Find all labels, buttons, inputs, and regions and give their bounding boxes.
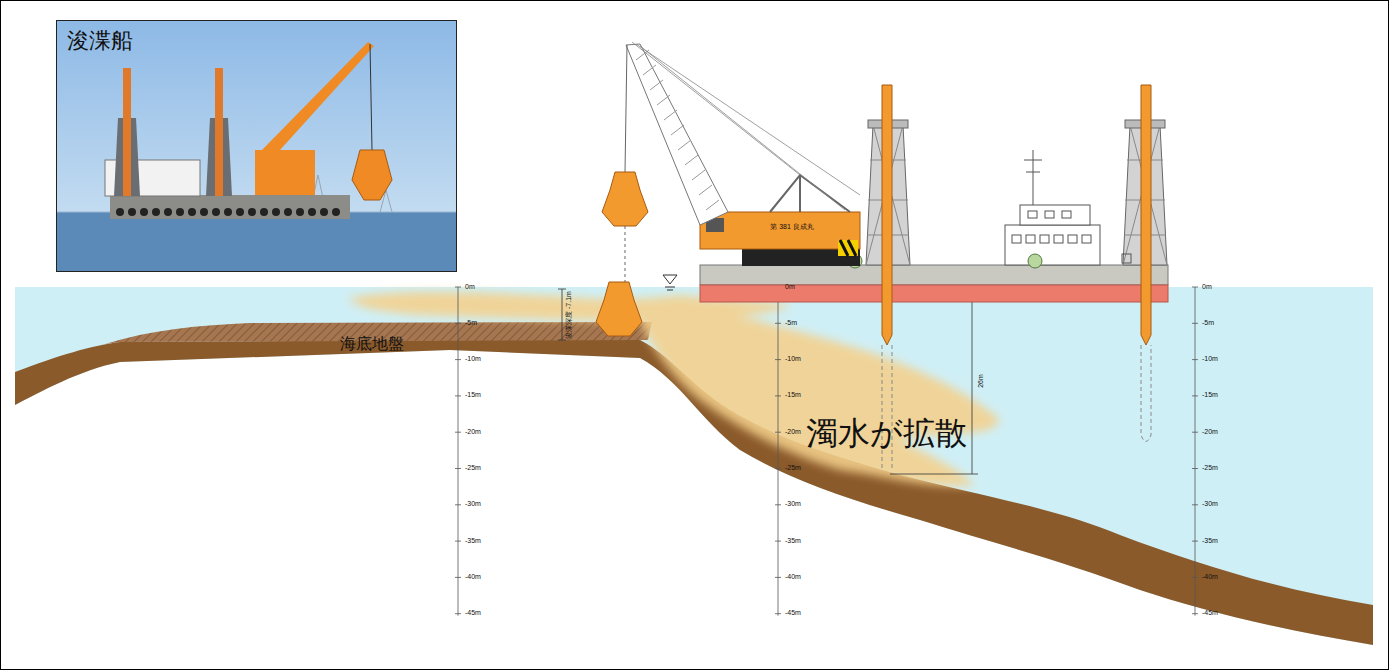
depth-label: -35m: [1202, 537, 1218, 545]
scale-tick: [455, 577, 461, 578]
depth-label: -30m: [785, 500, 801, 508]
depth-label: -20m: [1202, 428, 1218, 436]
depth-label: -40m: [1202, 573, 1218, 581]
scale-tick: [455, 541, 461, 542]
scale-tick: [1192, 577, 1198, 578]
scale-tick: [455, 504, 461, 505]
depth-label: -20m: [465, 428, 481, 436]
scale-tick: [1192, 323, 1198, 324]
depth-label: -40m: [465, 573, 481, 581]
dimension-text: 26m: [977, 374, 985, 388]
scale-tick: [455, 432, 461, 433]
depth-label: -10m: [465, 355, 481, 363]
depth-label: -35m: [465, 537, 481, 545]
scale-tick: [775, 468, 781, 469]
annotation: 濁水が拡散: [806, 416, 967, 451]
depth-label: -5m: [785, 319, 797, 327]
depth-label: -5m: [1202, 319, 1214, 327]
scale-tick: [775, 613, 781, 614]
depth-label: 0m: [785, 283, 795, 291]
scale-tick: [775, 323, 781, 324]
depth-label: -5m: [465, 319, 477, 327]
scale-tick: [775, 504, 781, 505]
depth-label: -10m: [785, 355, 801, 363]
photo: [56, 20, 457, 272]
scale-tick: [455, 395, 461, 396]
depth-label: 0m: [1202, 283, 1212, 291]
depth-label: -15m: [1202, 391, 1218, 399]
depth-scales: [455, 287, 1198, 616]
scale-tick: [1192, 432, 1198, 433]
depth-label: -45m: [465, 609, 481, 617]
scale-tick: [1192, 468, 1198, 469]
depth-label: -45m: [785, 609, 801, 617]
depth-label: -35m: [785, 537, 801, 545]
photo-title: 浚渫船: [67, 29, 133, 53]
part-name: 海底地盤: [340, 335, 404, 353]
depth-label: -40m: [785, 573, 801, 581]
ship-name: 第 381 良成丸: [770, 223, 814, 231]
dimension-line: [558, 289, 566, 340]
scale-tick: [775, 541, 781, 542]
depth-label: -15m: [785, 391, 801, 399]
depth-label: -15m: [465, 391, 481, 399]
scale-tick: [1192, 395, 1198, 396]
depth-label: -45m: [1202, 609, 1218, 617]
scale-tick: [455, 468, 461, 469]
scale-tick: [455, 323, 461, 324]
depth-label: -20m: [785, 428, 801, 436]
dredger-ship: [596, 42, 1168, 470]
scale-tick: [775, 395, 781, 396]
scale-tick: [1192, 287, 1198, 288]
scale-tick: [1192, 541, 1198, 542]
scale-tick: [775, 432, 781, 433]
depth-label: -30m: [465, 500, 481, 508]
scale-tick: [1192, 359, 1198, 360]
water-level-mark: [663, 275, 677, 290]
scale-line: [458, 287, 459, 616]
depth-label: 0m: [465, 283, 475, 291]
scale-tick: [455, 287, 461, 288]
depth-label: -30m: [1202, 500, 1218, 508]
scale-tick: [1192, 613, 1198, 614]
scale-tick: [775, 577, 781, 578]
scale-line: [778, 287, 779, 616]
scale-tick: [775, 359, 781, 360]
depth-label: -25m: [465, 464, 481, 472]
scale-line: [1195, 287, 1196, 616]
depth-label: -10m: [1202, 355, 1218, 363]
depth-label: -25m: [785, 464, 801, 472]
scale-tick: [455, 359, 461, 360]
scale-tick: [455, 613, 461, 614]
scale-tick: [1192, 504, 1198, 505]
turbid-plume: [350, 292, 1000, 486]
depth-label: -25m: [1202, 464, 1218, 472]
dimension-text: 浚渫深度 -7.1m: [565, 291, 573, 339]
photo-frame: 浚渫船: [56, 20, 457, 272]
